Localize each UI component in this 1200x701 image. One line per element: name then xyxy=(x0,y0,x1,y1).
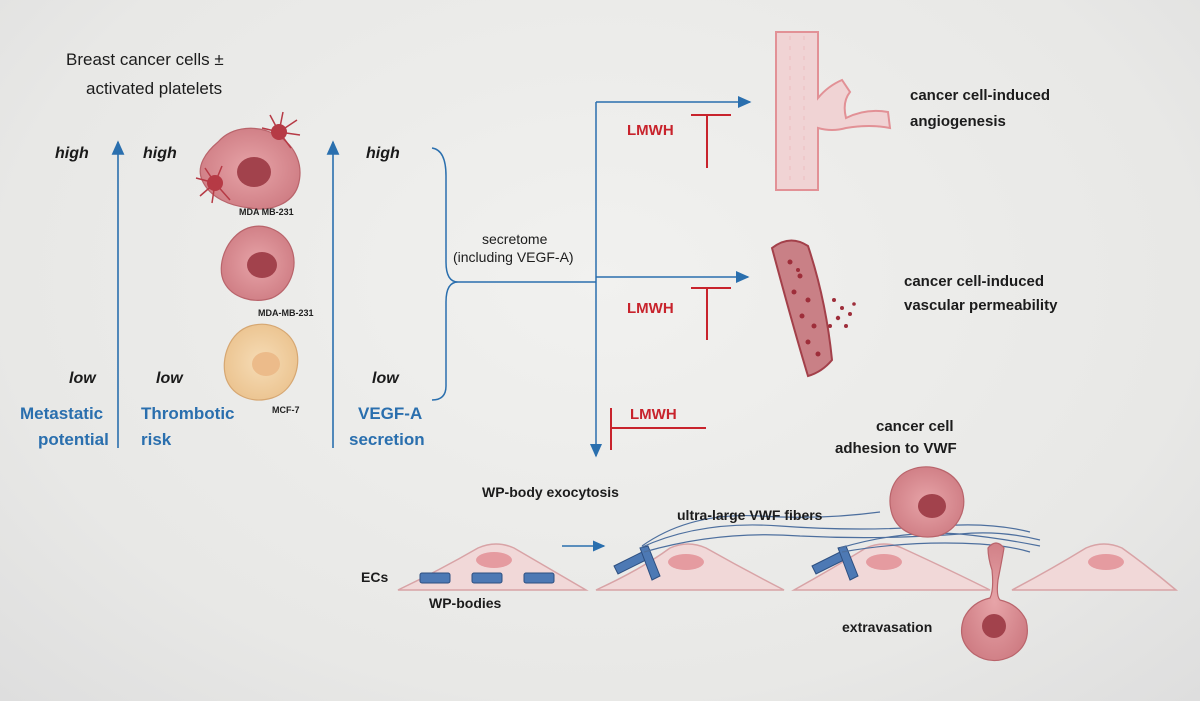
wp-bodies-label: WP-bodies xyxy=(429,595,502,611)
cancer-cell-top xyxy=(195,111,301,210)
angiogenesis-line-2: angiogenesis xyxy=(910,113,1006,130)
permeability-line-2: vascular permeability xyxy=(904,297,1058,314)
inhibition-symbol-permeability xyxy=(691,287,731,340)
endothelial-cells xyxy=(397,543,1179,591)
vwf-fibers xyxy=(639,511,1041,553)
exocytosis-label: WP-body exocytosis xyxy=(482,484,619,500)
vegf-label-1: VEGF-A xyxy=(358,404,423,423)
cell-label-bottom: MCF-7 xyxy=(272,405,300,415)
adhering-cancer-cell xyxy=(889,466,965,538)
extravasation-label: extravasation xyxy=(842,619,933,635)
mcf7-cell xyxy=(223,323,299,401)
vegf-high-label: high xyxy=(366,145,400,162)
vwf-fibers-label: ultra-large VWF fibers xyxy=(677,507,823,523)
angiogenesis-line-1: cancer cell-induced xyxy=(910,87,1051,104)
inhibition-symbol-exocytosis xyxy=(610,408,706,450)
thrombotic-high-label: high xyxy=(143,145,177,162)
wp-bodies xyxy=(419,572,555,584)
thrombotic-label-2: risk xyxy=(141,430,172,449)
lmwh-label-angiogenesis: LMWH xyxy=(627,122,674,139)
adhesion-line-2: adhesion to VWF xyxy=(835,440,957,457)
metastatic-label-1: Metastatic xyxy=(20,404,104,423)
thrombotic-low-label: low xyxy=(156,370,183,387)
cancer-cell-middle xyxy=(220,225,295,301)
header-line-1: Breast cancer cells ± xyxy=(66,50,224,69)
cell-label-middle: MDA-MB-231 xyxy=(258,308,314,318)
exocytosis-sites xyxy=(613,545,859,581)
header-line-2: activated platelets xyxy=(86,79,223,98)
permeability-line-1: cancer cell-induced xyxy=(904,273,1045,290)
extravasating-cancer-cell xyxy=(961,542,1028,662)
cell-label-top: MDA MB-231 xyxy=(239,207,294,217)
ecs-label: ECs xyxy=(361,569,389,585)
vegf-label-2: secretion xyxy=(349,430,425,449)
thrombotic-label-1: Thrombotic xyxy=(141,404,235,423)
secretome-line-1: secretome xyxy=(482,231,548,247)
secretome-line-2: (including VEGF-A) xyxy=(453,249,574,265)
adhesion-line-1: cancer cell xyxy=(876,418,954,435)
lmwh-label-permeability: LMWH xyxy=(627,300,674,317)
metastatic-label-2: potential xyxy=(38,430,109,449)
permeable-vessel xyxy=(770,239,856,378)
inhibition-symbol-angiogenesis xyxy=(691,114,731,168)
vegf-low-label: low xyxy=(372,370,399,387)
angiogenesis-vessel xyxy=(775,31,892,191)
metastatic-high-label: high xyxy=(55,145,89,162)
grouping-bracket xyxy=(431,147,459,401)
metastatic-low-label: low xyxy=(69,370,96,387)
lmwh-label-exocytosis: LMWH xyxy=(630,406,677,423)
